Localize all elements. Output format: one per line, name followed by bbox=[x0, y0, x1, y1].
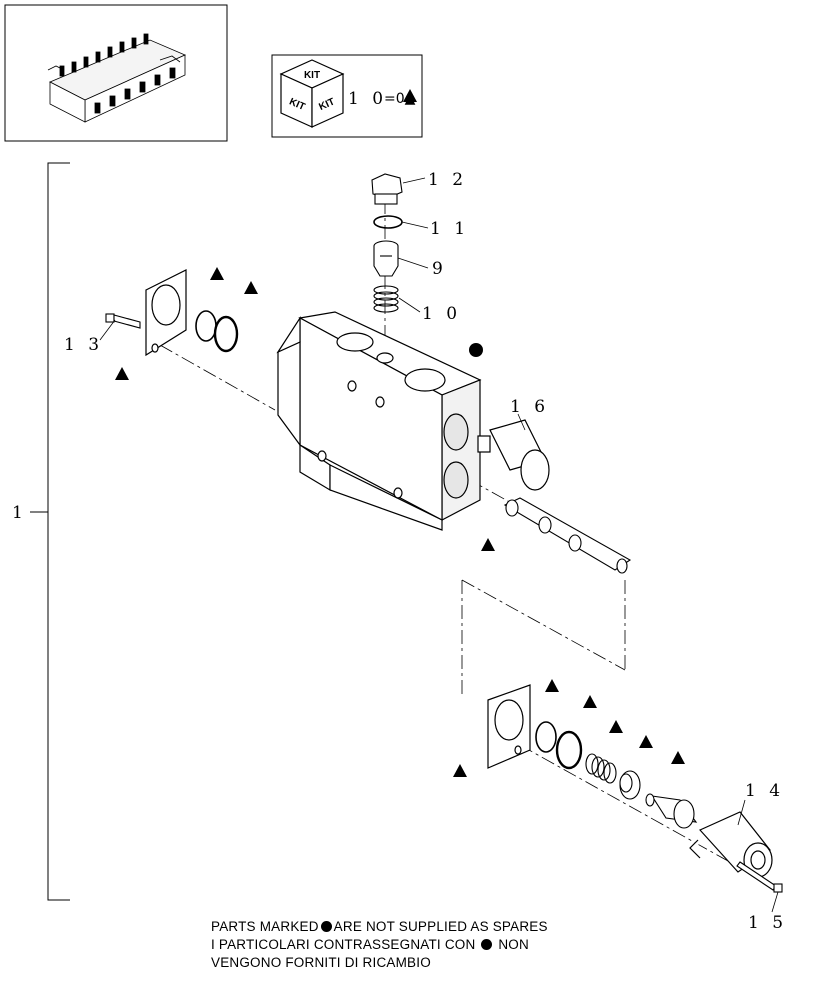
o-ring-right-small bbox=[535, 721, 557, 753]
triangle-marker-icon bbox=[210, 267, 224, 280]
callout-15: 1 5 bbox=[748, 913, 787, 933]
spool-part bbox=[503, 497, 632, 574]
triangle-marker-icon bbox=[639, 735, 653, 748]
kit-cube-icon bbox=[279, 59, 345, 128]
triangle-marker-icon bbox=[609, 720, 623, 733]
valve-bank-thumbnail-image bbox=[47, 33, 186, 123]
triangle-marker-icon bbox=[244, 281, 258, 294]
callout-9: 9 bbox=[432, 259, 447, 279]
valve-body bbox=[276, 311, 482, 531]
spring-lower bbox=[585, 753, 617, 784]
callout-13: 1 3 bbox=[64, 335, 103, 355]
triangle-marker-icon bbox=[583, 695, 597, 708]
callout-12: 1 2 bbox=[428, 170, 467, 190]
triangle-marker-icon bbox=[671, 751, 685, 764]
o-ring-left-large bbox=[213, 315, 239, 353]
leader-lines bbox=[99, 177, 779, 913]
filled-circle-icon bbox=[320, 921, 332, 932]
screw-part-15 bbox=[736, 861, 783, 893]
note-line-2: I PARTICOLARI CONTRASSEGNATI CON NON bbox=[211, 937, 529, 952]
end-plate-right bbox=[487, 684, 531, 769]
note-line-2-start: I PARTICOLARI CONTRASSEGNATI CON bbox=[211, 937, 476, 952]
valve-part-9 bbox=[373, 240, 399, 277]
callout-1: 1 bbox=[12, 503, 27, 523]
kit-cube-label-top: KIT bbox=[304, 70, 320, 81]
o-ring-right-large bbox=[555, 730, 583, 770]
bolt-part-13 bbox=[105, 313, 141, 329]
callout-11: 1 1 bbox=[430, 219, 469, 239]
cap-part-16 bbox=[477, 419, 550, 491]
assembly-thumbnail bbox=[4, 4, 228, 142]
piston-part bbox=[645, 793, 698, 829]
axis-lines bbox=[159, 200, 781, 891]
callout-10: 1 0 bbox=[422, 304, 461, 324]
triangle-marker-icon bbox=[481, 538, 495, 551]
assembly-bracket bbox=[30, 162, 70, 901]
triangle-marker-icon bbox=[453, 764, 467, 777]
plug-part-12 bbox=[371, 173, 403, 205]
callout-16: 1 6 bbox=[510, 397, 549, 417]
note-line-1-start: PARTS MARKED bbox=[211, 919, 319, 934]
spring-seat bbox=[619, 770, 641, 800]
filled-circle-icon bbox=[481, 939, 493, 950]
o-ring-part-11 bbox=[373, 215, 403, 229]
spring-part-10 bbox=[373, 285, 399, 313]
triangle-marker-icon bbox=[545, 679, 559, 692]
note-line-3: VENGONO FORNITI DI RICAMBIO bbox=[211, 955, 431, 970]
o-ring-left-small bbox=[195, 310, 217, 342]
callout-14: 1 4 bbox=[745, 781, 784, 801]
kit-legend-ref: 1 0 bbox=[348, 89, 387, 109]
kit-legend-box: KIT KIT KIT 1 0 =0▲ bbox=[271, 54, 423, 138]
triangle-marker-icon bbox=[115, 367, 129, 380]
end-plate-left bbox=[145, 269, 187, 357]
cap-part-14 bbox=[689, 811, 773, 878]
note-line-1: PARTS MARKED ARE NOT SUPPLIED AS SPARES bbox=[211, 919, 548, 934]
note-line-2-end: NON bbox=[498, 937, 529, 952]
not-supplied-dot-icon bbox=[469, 343, 483, 357]
note-line-1-end: ARE NOT SUPPLIED AS SPARES bbox=[333, 919, 548, 934]
